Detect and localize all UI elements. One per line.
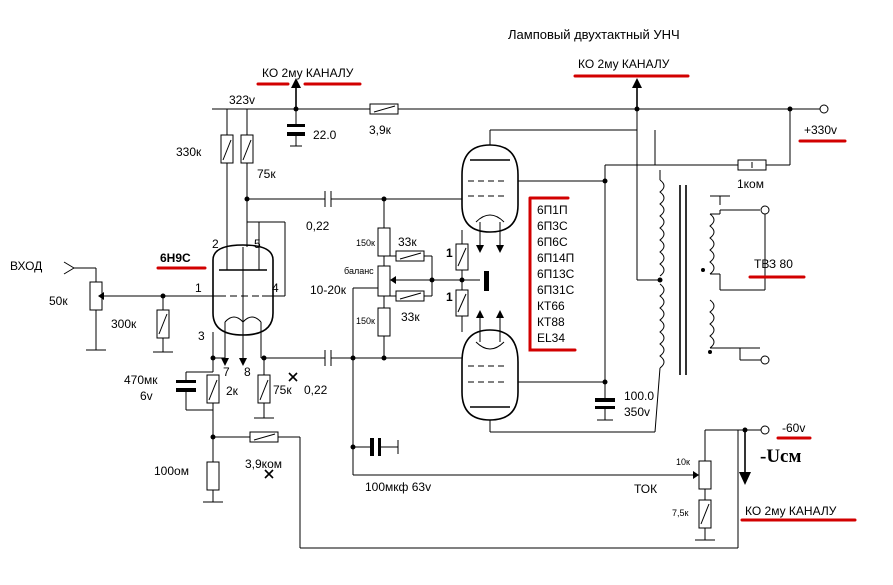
pentode-top xyxy=(461,129,637,253)
label-323v: 323v xyxy=(229,93,255,107)
speaker-terminal-top xyxy=(760,205,770,215)
label-tvz80: ТВЗ 80 xyxy=(754,257,793,271)
pin-4: 4 xyxy=(272,281,279,295)
pin-3: 3 xyxy=(198,329,205,343)
label-ko-channel-1: КО 2му КАНАЛУ xyxy=(262,66,354,80)
label-10k: 10к xyxy=(676,457,690,467)
label-100-0: 100.0 xyxy=(624,389,654,403)
input-stage xyxy=(100,109,462,366)
schematic-title: Ламповый двухтактный УНЧ xyxy=(508,27,680,42)
label-ko-channel-3: КО 2му КАНАЛУ xyxy=(745,504,837,518)
arrow-up-icon xyxy=(291,78,301,88)
label-plus-330v: +330v xyxy=(804,123,837,137)
tube-list-item: 6П1П xyxy=(537,203,568,217)
tube-label-6n9s: 6Н9С xyxy=(160,251,191,265)
label-one-a: 1 xyxy=(446,246,453,260)
cathode-network xyxy=(176,358,738,549)
label-33k-2: 33к xyxy=(401,310,420,324)
label-cap-22: 22.0 xyxy=(313,128,337,142)
tube-list-item: 6П13С xyxy=(537,267,575,281)
bottom-coupling xyxy=(324,287,693,476)
output-transformer xyxy=(636,109,766,433)
label-150k-2: 150к xyxy=(356,316,375,326)
label-ucm: -Uсм xyxy=(760,446,801,467)
pentode-bottom xyxy=(461,310,655,433)
tube-list-item: 6П6С xyxy=(537,235,568,249)
label-100om: 100ом xyxy=(154,464,189,478)
label-3-9kom: 3,9ком xyxy=(245,457,282,471)
tube-list-item: 6П14П xyxy=(537,251,574,265)
arrow-up-icon-2 xyxy=(632,78,642,88)
bias-circuit xyxy=(693,425,770,548)
tube-list-item: EL34 xyxy=(537,331,565,345)
top-supply-rail xyxy=(212,78,829,147)
label-pot-50k: 50к xyxy=(49,294,68,308)
label-330k: 330к xyxy=(176,145,202,159)
label-c022-top: 0,22 xyxy=(306,219,330,233)
label-10-20k: 10-20к xyxy=(310,283,347,297)
label-75k-top: 75к xyxy=(257,167,276,181)
balance-network xyxy=(377,199,489,358)
label-3-9k: 3,9к xyxy=(369,123,392,137)
speaker-terminal-bottom xyxy=(760,355,770,365)
pin-8: 8 xyxy=(244,365,251,379)
label-150k-1: 150к xyxy=(356,238,375,248)
label-minus-60v: -60v xyxy=(782,421,805,435)
tube-list-item: 6П31С xyxy=(537,283,575,297)
label-c022-bottom: 0,22 xyxy=(304,383,328,397)
pin-1: 1 xyxy=(195,281,202,295)
label-350v: 350v xyxy=(624,405,650,419)
label-one-b: 1 xyxy=(446,290,453,304)
label-470mk: 470мк xyxy=(124,373,158,387)
tube-list-item: КТ66 xyxy=(537,299,565,313)
label-input: ВХОД xyxy=(10,259,42,273)
label-33k-1: 33к xyxy=(398,235,417,249)
label-tok: ТОК xyxy=(634,482,657,496)
label-100mkf: 100мкф 63v xyxy=(365,480,431,494)
tube-list-item: 6П3С xyxy=(537,219,568,233)
label-6v: 6v xyxy=(140,389,153,403)
supply-terminal xyxy=(819,104,829,114)
pin-2: 2 xyxy=(212,237,219,251)
pin-5: 5 xyxy=(254,237,261,251)
label-7-5k: 7,5к xyxy=(672,508,689,518)
label-1kom: 1ком xyxy=(737,177,764,191)
pin-7: 7 xyxy=(223,365,230,379)
label-300k: 300к xyxy=(111,317,137,331)
screen-supply xyxy=(518,109,791,421)
label-75k-bottom: 75к xyxy=(273,383,292,397)
label-2k: 2к xyxy=(226,384,239,398)
tube-list-item: КТ88 xyxy=(537,315,565,329)
label-balance: баланс xyxy=(344,266,374,276)
input-circuit xyxy=(63,261,173,353)
label-ko-channel-2: КО 2му КАНАЛУ xyxy=(578,57,670,71)
